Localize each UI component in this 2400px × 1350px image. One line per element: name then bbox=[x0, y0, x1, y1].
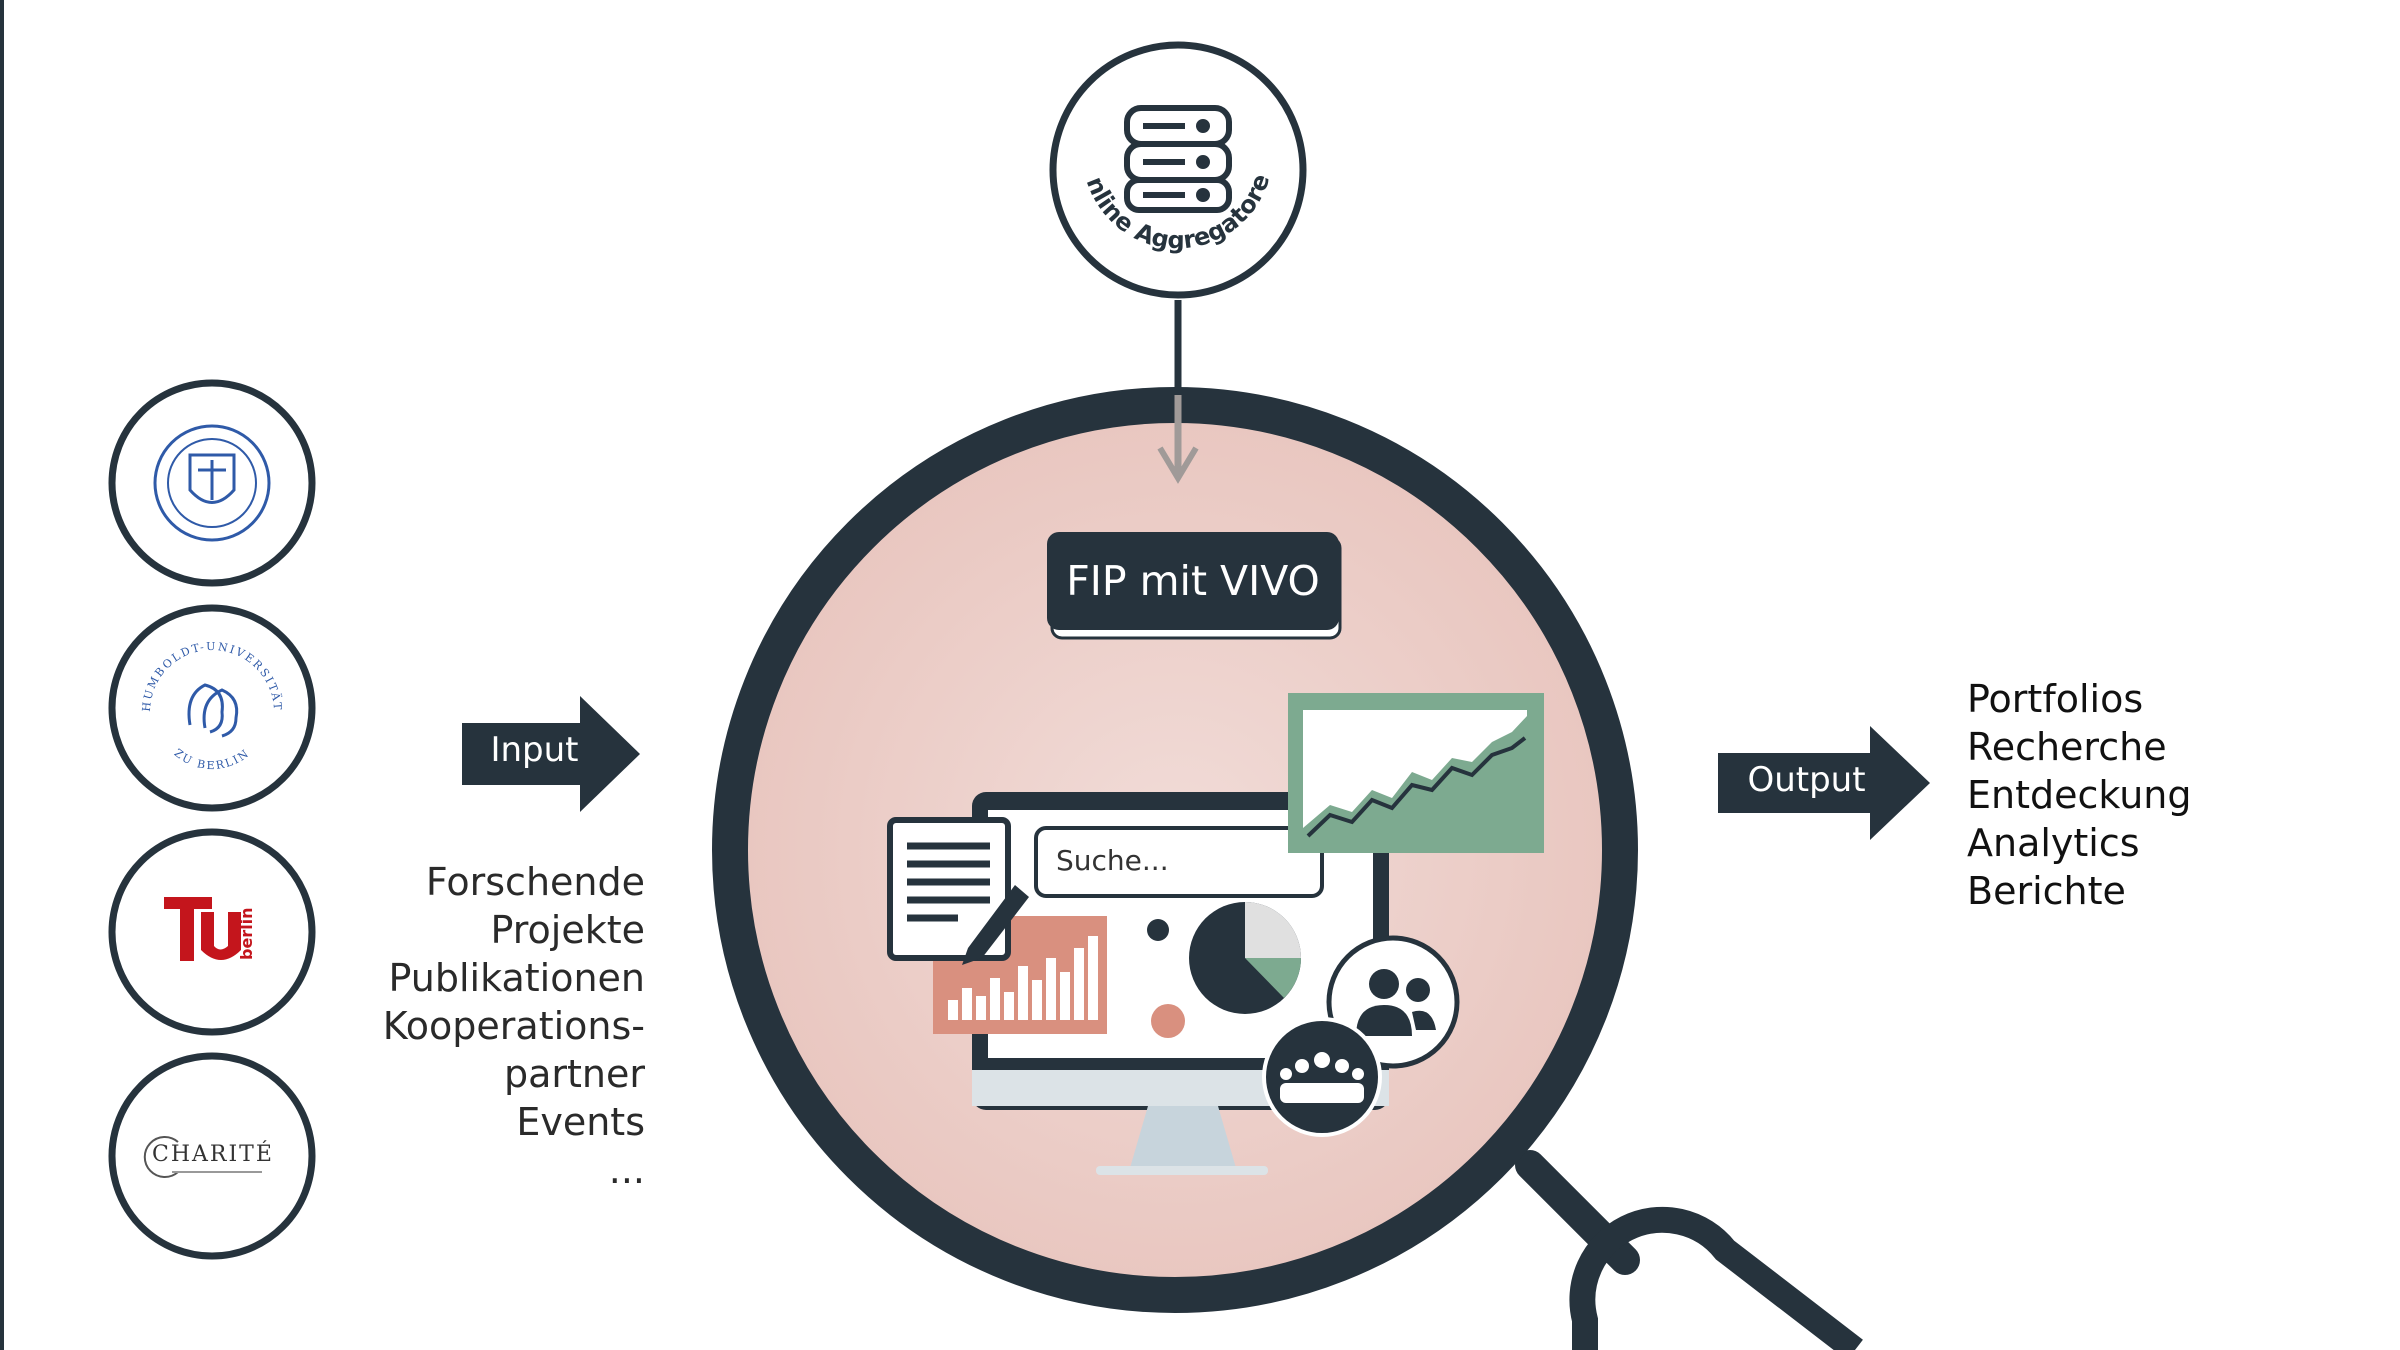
output-item: Recherche bbox=[1967, 725, 2167, 769]
arrow-right-icon bbox=[462, 696, 640, 812]
input-list: Forschende Projekte Publikationen Kooper… bbox=[383, 858, 645, 1194]
output-item: Berichte bbox=[1967, 869, 2126, 913]
input-item: Events bbox=[516, 1100, 645, 1144]
aggregator-circle bbox=[1049, 41, 1307, 299]
output-item: Analytics bbox=[1967, 821, 2140, 865]
arrow-down-icon bbox=[1157, 395, 1199, 484]
input-item: ... bbox=[608, 1148, 645, 1192]
institution-hu-berlin: HUMBOLDT-UNIVERSITÄT ZU BERLIN bbox=[108, 604, 316, 812]
input-item: partner bbox=[503, 1052, 645, 1096]
svg-text:berlin: berlin bbox=[237, 907, 256, 960]
arrow-right-icon bbox=[1718, 726, 1930, 840]
output-list: Portfolios Recherche Entdeckung Analytic… bbox=[1967, 675, 2192, 915]
output-item: Entdeckung bbox=[1967, 773, 2192, 817]
institution-charite bbox=[108, 1052, 316, 1260]
input-item: Forschende bbox=[425, 860, 645, 904]
search-placeholder: Suche... bbox=[1056, 844, 1169, 877]
people-meeting-icon bbox=[1262, 1017, 1382, 1137]
fip-title: FIP mit VIVO bbox=[1066, 557, 1320, 605]
charite-logo-text: CHARITÉ bbox=[152, 1142, 274, 1167]
portrait-icon bbox=[187, 683, 239, 738]
magnifier-icon bbox=[1515, 1150, 1863, 1350]
input-item: Publikationen bbox=[388, 956, 645, 1000]
pie-chart-icon bbox=[1189, 902, 1301, 1014]
input-item: Projekte bbox=[490, 908, 645, 952]
tu-logo: berlin bbox=[164, 897, 256, 961]
input-item: Kooperations- bbox=[382, 1004, 645, 1048]
institution-fu-berlin bbox=[108, 379, 316, 587]
fip-title-box bbox=[1047, 532, 1339, 630]
dot-salmon bbox=[1151, 1004, 1185, 1038]
database-icon bbox=[1124, 105, 1232, 213]
input-arrow-label: Input bbox=[490, 730, 579, 770]
page-edge-line bbox=[0, 0, 4, 1350]
dot-dark bbox=[1147, 919, 1169, 941]
institution-tu-berlin: berlin bbox=[108, 828, 316, 1036]
output-item: Portfolios bbox=[1967, 677, 2144, 721]
output-arrow-label: Output bbox=[1747, 760, 1866, 800]
document-pen-icon bbox=[887, 817, 1029, 965]
search-input[interactable] bbox=[1034, 826, 1324, 898]
charite-c-mark bbox=[143, 1136, 179, 1178]
line-chart-icon bbox=[1288, 693, 1544, 853]
seal-shield-icon bbox=[188, 453, 236, 504]
